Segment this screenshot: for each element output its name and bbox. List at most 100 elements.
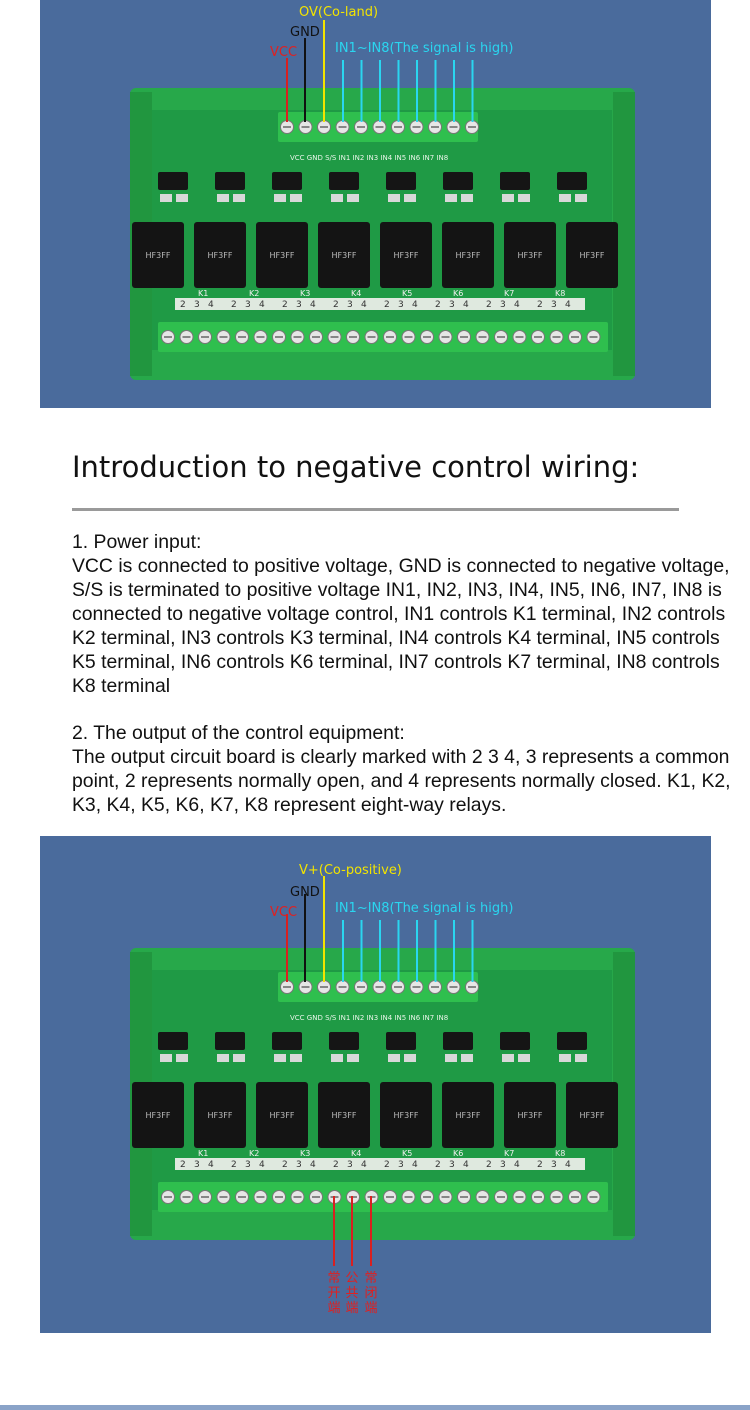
optocoupler [329, 1032, 359, 1050]
output-text: The output circuit board is clearly mark… [72, 746, 731, 816]
relay-label: K6 [453, 289, 463, 298]
input-silkscreen: VCC GND S/S IN1 IN2 IN3 IN4 IN5 IN6 IN7 … [290, 1014, 448, 1022]
relay [194, 222, 246, 288]
page-bottom-rule [0, 1405, 750, 1410]
pin-label: 3 [296, 300, 302, 310]
relay [380, 1082, 432, 1148]
pin-label: 2 [180, 1160, 186, 1170]
relay-label: K5 [402, 1149, 412, 1158]
relay-model: HF3FF [456, 1111, 481, 1120]
pin-label: 4 [310, 1160, 316, 1170]
pin-label: 2 [384, 1160, 390, 1170]
pin-label: 2 [180, 300, 186, 310]
common-label: V+(Co-positive) [299, 863, 402, 878]
optocoupler [329, 172, 359, 190]
gnd-label: GND [290, 25, 320, 40]
relay-label: K2 [249, 1149, 259, 1158]
power-input-section: 1. Power input: VCC is connected to posi… [72, 530, 744, 698]
relay-label: K1 [198, 1149, 208, 1158]
relay [318, 1082, 370, 1148]
relay-label: K2 [249, 289, 259, 298]
pin-label: 3 [347, 1160, 353, 1170]
pin-label: 4 [514, 1160, 520, 1170]
relay [566, 1082, 618, 1148]
pin-label: 2 [384, 300, 390, 310]
pin-label: 3 [500, 1160, 506, 1170]
pin-label: 4 [412, 1160, 418, 1170]
pin-label: 3 [296, 1160, 302, 1170]
relay-model: HF3FF [580, 1111, 605, 1120]
pin-label: 2 [282, 300, 288, 310]
optocoupler [386, 1032, 416, 1050]
input-silkscreen: VCC GND S/S IN1 IN2 IN3 IN4 IN5 IN6 IN7 … [290, 154, 448, 162]
pin-label: 3 [194, 300, 200, 310]
relay-label: K5 [402, 289, 412, 298]
relay [132, 222, 184, 288]
optocoupler [386, 172, 416, 190]
relay-model: HF3FF [580, 251, 605, 260]
pin-label: 4 [259, 300, 265, 310]
bottom-board-photo: VCC GND S/S IN1 IN2 IN3 IN4 IN5 IN6 IN7 … [40, 836, 711, 1333]
optocoupler [158, 1032, 188, 1050]
relay-model: HF3FF [208, 1111, 233, 1120]
bottom-board-illustration: VCC GND S/S IN1 IN2 IN3 IN4 IN5 IN6 IN7 … [130, 863, 635, 1316]
common-point-label: 公共端 [345, 1271, 358, 1316]
pin-label: 4 [361, 300, 367, 310]
gnd-label: GND [290, 885, 320, 900]
pin-label: 2 [435, 300, 441, 310]
relay-model: HF3FF [456, 251, 481, 260]
relay [504, 1082, 556, 1148]
power-input-heading: 1. Power input: [72, 531, 202, 553]
pin-label: 3 [551, 300, 557, 310]
relay-label: K4 [351, 289, 361, 298]
normally-open-label: 常开端 [327, 1271, 340, 1316]
optocoupler [443, 1032, 473, 1050]
normally-closed-label: 常闭端 [364, 1271, 377, 1316]
relay-label: K8 [555, 1149, 565, 1158]
relay-model: HF3FF [518, 251, 543, 260]
optocoupler [500, 1032, 530, 1050]
relay-model: HF3FF [518, 1111, 543, 1120]
top-board-illustration: VCC GND S/S IN1 IN2 IN3 IN4 IN5 IN6 IN7 … [130, 5, 635, 380]
pin-label: 4 [208, 300, 214, 310]
relay-label: K4 [351, 1149, 361, 1158]
pin-label: 2 [333, 1160, 339, 1170]
relay [442, 1082, 494, 1148]
optocoupler [557, 172, 587, 190]
relay [504, 222, 556, 288]
relay-label: K6 [453, 1149, 463, 1158]
optocoupler [443, 172, 473, 190]
pin-label: 3 [449, 300, 455, 310]
pin-label: 4 [514, 300, 520, 310]
pin-label: 2 [231, 300, 237, 310]
relay-label: K7 [504, 289, 514, 298]
pin-label: 2 [486, 300, 492, 310]
pin-label: 3 [398, 300, 404, 310]
relay-model: HF3FF [394, 1111, 419, 1120]
output-section: 2. The output of the control equipment: … [72, 721, 744, 817]
pin-label: 2 [435, 1160, 441, 1170]
pin-label: 3 [194, 1160, 200, 1170]
relay [566, 222, 618, 288]
relay-label: K3 [300, 1149, 310, 1158]
inputs-label: IN1~IN8(The signal is high) [335, 41, 513, 56]
pin-label: 2 [282, 1160, 288, 1170]
pin-label: 4 [361, 1160, 367, 1170]
pin-label: 4 [208, 1160, 214, 1170]
inputs-label: IN1~IN8(The signal is high) [335, 901, 513, 916]
pin-label: 4 [259, 1160, 265, 1170]
optocoupler [158, 172, 188, 190]
power-input-text: VCC is connected to positive voltage, GN… [72, 555, 730, 697]
pin-label: 3 [551, 1160, 557, 1170]
relay-model: HF3FF [332, 1111, 357, 1120]
pin-label: 4 [412, 300, 418, 310]
pin-label: 4 [463, 1160, 469, 1170]
optocoupler [557, 1032, 587, 1050]
pin-label: 3 [245, 1160, 251, 1170]
top-board-photo: VCC GND S/S IN1 IN2 IN3 IN4 IN5 IN6 IN7 … [40, 0, 711, 408]
relay [256, 222, 308, 288]
pin-label: 2 [231, 1160, 237, 1170]
optocoupler [500, 172, 530, 190]
relay-model: HF3FF [270, 1111, 295, 1120]
optocoupler [215, 172, 245, 190]
